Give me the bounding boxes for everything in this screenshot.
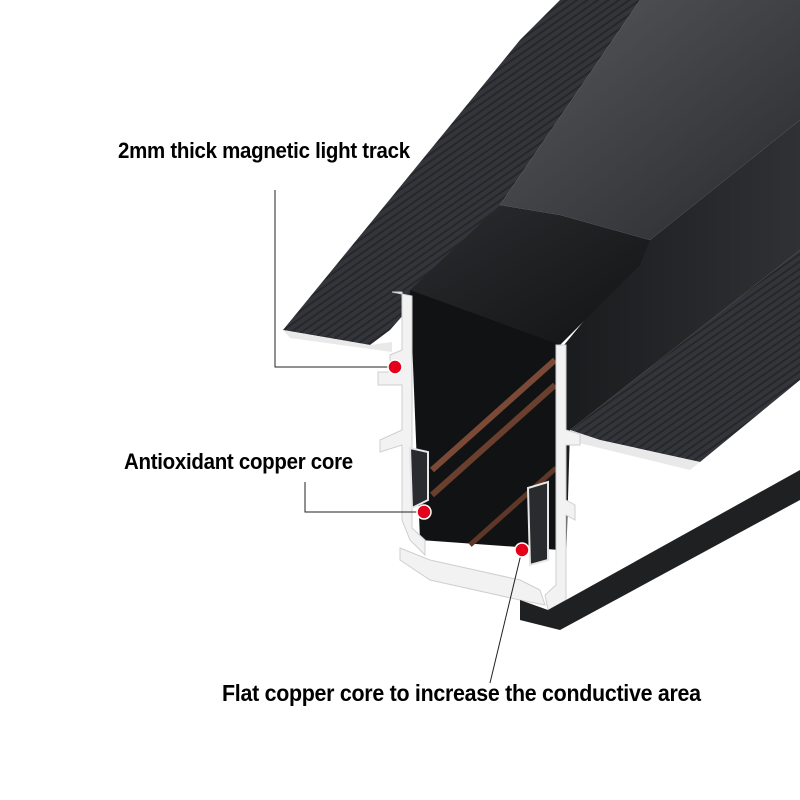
right-flange-edge [570,430,700,470]
left-clip [408,446,429,510]
profile-right-wall [544,344,581,611]
profile-bottom [399,547,546,606]
track-base [520,470,800,630]
left-flange [283,0,640,345]
marker-copper-core [416,504,432,520]
leader-line-track [274,190,395,368]
callout-track: 2mm thick magnetic light track [118,138,410,163]
copper-strips [430,357,558,547]
callout-flat-core: Flat copper core to increase the conduct… [222,680,701,706]
marker-flat-core [514,542,530,558]
cover-strip [410,205,650,345]
profile-left-wall [377,291,426,557]
left-flange-edge [283,330,392,352]
right-clip [526,480,549,567]
right-wall [560,120,800,600]
callout-copper-core: Antioxidant copper core [124,449,353,474]
leader-line-flat-core [489,549,523,684]
right-flange [570,250,800,462]
leader-line-copper-core [304,482,424,513]
marker-track [387,359,403,375]
